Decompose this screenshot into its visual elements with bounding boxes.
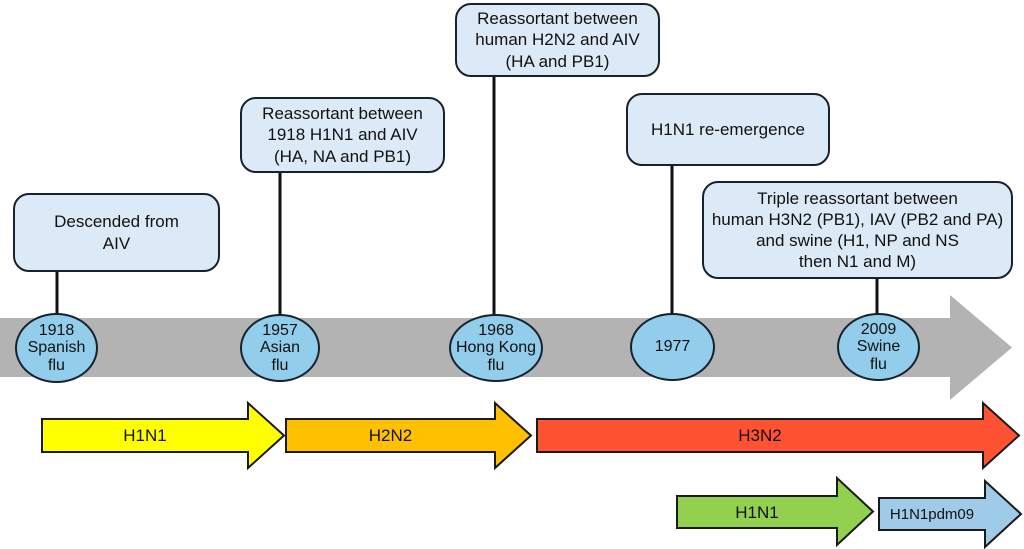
h1n1pdm09-arrow-label: H1N1pdm09	[889, 505, 975, 523]
h1n1pdm09-arrow-shape	[878, 478, 1023, 549]
h1n1-early-arrow-shape	[41, 400, 286, 471]
callout-triple-2009: Triple reassortant between human H3N2 (P…	[702, 181, 1013, 279]
event-1957-asian-flu: 1957 Asian flu	[240, 314, 320, 382]
event-1977: 1977	[630, 313, 715, 381]
h3n2-arrow-label: H3N2	[738, 426, 782, 445]
h1n1-reemerged-arrow-label: H1N1	[735, 502, 779, 522]
h3n2-arrow-shape	[536, 400, 1021, 471]
callout-reassortant-1968: Reassortant between human H2N2 and AIV (…	[455, 3, 660, 77]
callout-reassortant-1957: Reassortant between 1918 H1N1 and AIV (H…	[240, 97, 445, 173]
callout-descended-1918: Descended from AIV	[13, 193, 220, 272]
event-1918-spanish-flu: 1918 Spanish flu	[15, 313, 98, 383]
callout-reemergence-1977: H1N1 re-emergence	[626, 93, 830, 166]
h2n2-arrow-shape	[285, 400, 533, 471]
h2n2-arrow-label: H2N2	[368, 426, 413, 445]
event-1968-hong-kong-flu: 1968 Hong Kong flu	[449, 314, 543, 382]
event-2009-swine-flu: 2009 Swine flu	[837, 313, 920, 381]
h1n1-reemerged-arrow-shape	[676, 475, 875, 548]
h1n1-early-arrow-label: H1N1	[123, 426, 167, 445]
